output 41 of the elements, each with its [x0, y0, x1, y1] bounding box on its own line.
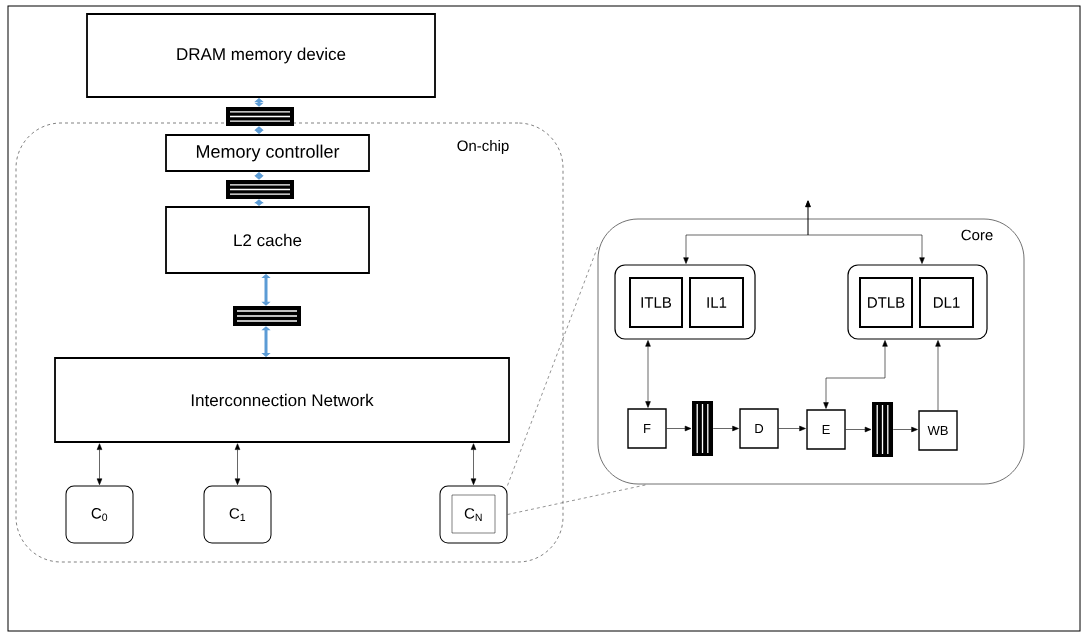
arrow	[778, 425, 806, 432]
arrow	[255, 98, 263, 107]
arrow	[262, 326, 270, 357]
pipeline-register	[692, 401, 713, 456]
arrow	[935, 340, 941, 411]
arrow	[666, 425, 692, 432]
arrow	[234, 443, 241, 485]
pipeline-register	[872, 402, 893, 457]
buffer-bar	[226, 180, 294, 199]
arrow	[645, 340, 651, 408]
memory-box: Interconnection Network	[54, 357, 510, 443]
arrow	[712, 425, 739, 432]
unit-box: ITLB	[629, 277, 683, 328]
core-box: C$_{1}$	[203, 485, 272, 544]
arrow	[805, 200, 925, 264]
cache-group	[614, 264, 756, 340]
stage-box: E	[806, 409, 846, 450]
memory-box: Memory controller	[165, 134, 370, 172]
stage-box: F	[627, 408, 667, 449]
arrow	[892, 426, 918, 433]
arrow	[255, 199, 263, 206]
arrow	[845, 426, 872, 433]
unit-box: DL1	[919, 277, 974, 328]
arrow	[470, 443, 477, 485]
buffer-bar	[226, 107, 294, 126]
arrow	[96, 443, 103, 485]
memory-box: L2 cache	[165, 206, 370, 274]
memory-box: DRAM memory device	[86, 13, 436, 98]
arrow	[823, 340, 888, 409]
arrow	[255, 126, 263, 134]
core-box: C$_{0}$	[65, 485, 134, 544]
arrow	[255, 172, 263, 180]
cache-group	[847, 264, 988, 340]
stage-box: D	[739, 408, 779, 449]
unit-box: IL1	[689, 277, 744, 328]
unit-box: DTLB	[859, 277, 913, 328]
buffer-bar	[233, 306, 301, 326]
arrow	[262, 274, 270, 306]
zoom-line	[507, 246, 598, 486]
stage-box: WB	[918, 410, 958, 451]
core-box: C$_{N}$	[439, 485, 508, 544]
